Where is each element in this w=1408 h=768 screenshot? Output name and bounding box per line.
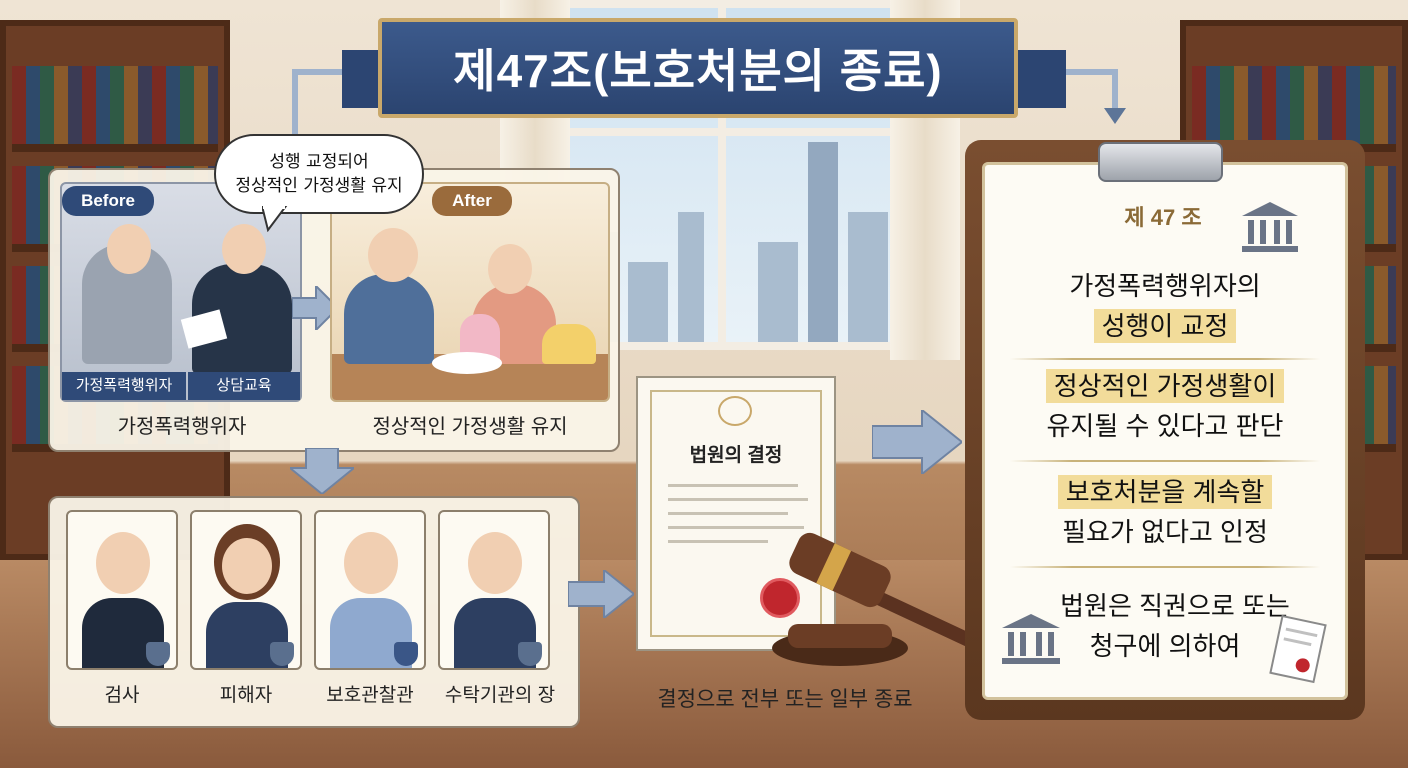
badge-icon — [394, 642, 418, 666]
condition-2-highlight: 정상적인 가정생활이 — [1045, 369, 1285, 403]
page-title: 제47조(보호처분의 종료) — [453, 45, 943, 97]
result-caption: 결정으로 전부 또는 일부 종료 — [657, 688, 913, 711]
speech-bubble-line1: 성행 교정되어 — [269, 152, 369, 172]
badge-icon — [518, 642, 542, 666]
claimant-label-prosecutor: 검사 — [104, 685, 140, 706]
title-banner: 제47조(보호처분의 종료) — [378, 18, 1018, 118]
badge-icon — [270, 642, 294, 666]
court-emblem-icon — [718, 396, 752, 426]
document-icon — [1269, 614, 1327, 684]
claimant-label-institution-head: 수탁기관의 장 — [444, 685, 556, 706]
condition-3-line1: 보호처분을 계속할 — [982, 474, 1348, 510]
courthouse-icon — [1002, 614, 1060, 664]
before-tag-offender: 가정폭력행위자 — [62, 372, 186, 400]
speech-bubble: 성행 교정되어 정상적인 가정생활 유지 — [214, 134, 424, 214]
badge-icon — [146, 642, 170, 666]
claimant-label-victim: 피해자 — [219, 685, 273, 706]
condition-1-line1: 가정폭력행위자의 — [1069, 271, 1261, 301]
person-son — [542, 324, 596, 364]
before-caption: 가정폭력행위자 — [117, 416, 247, 438]
document-text-line — [668, 512, 788, 515]
document-text-line — [668, 526, 804, 529]
claimant-card-institution-head — [438, 510, 550, 670]
clipboard-clip — [1098, 142, 1223, 182]
after-caption: 정상적인 가정생활 유지 — [372, 416, 568, 438]
condition-1-line2: 성행이 교정 — [982, 308, 1348, 344]
condition-3-line2: 필요가 없다고 인정 — [1062, 517, 1268, 547]
clipboard-divider — [1010, 358, 1320, 360]
claimant-card-probation-officer — [314, 510, 426, 670]
condition-4-line2: 청구에 의하여 — [1089, 631, 1241, 661]
article-number: 제 47 조 — [1124, 205, 1202, 230]
food-plate — [432, 352, 502, 374]
claimants-to-document-arrow — [568, 570, 634, 618]
document-text-line — [668, 540, 768, 543]
seal-icon — [760, 578, 800, 618]
after-badge: After — [432, 186, 512, 216]
claimant-label-probation-officer: 보호관찰관 — [326, 685, 414, 706]
speech-bubble-tail — [262, 206, 288, 232]
speech-bubble-line2: 정상적인 가정생활 유지 — [235, 176, 403, 196]
clipboard-divider — [1010, 460, 1320, 462]
condition-2-line1: 정상적인 가정생활이 — [982, 368, 1348, 404]
before-to-after-arrow — [292, 286, 338, 330]
condition-3-highlight: 보호처분을 계속할 — [1057, 475, 1273, 509]
courthouse-icon — [1242, 202, 1298, 252]
clipboard-divider — [1010, 566, 1320, 568]
before-tag-counseling: 상담교육 — [188, 372, 300, 400]
before-illustration — [60, 182, 302, 402]
document-text-line — [668, 484, 798, 487]
condition-1-highlight: 성행이 교정 — [1093, 309, 1237, 343]
document-to-clipboard-arrow — [872, 410, 962, 474]
document-border — [650, 390, 822, 637]
person-father — [344, 274, 434, 364]
document-text-line — [668, 498, 808, 501]
claimant-card-prosecutor — [66, 510, 178, 670]
condition-4-line1: 법원은 직권으로 또는 — [1060, 591, 1290, 621]
claimant-card-victim — [190, 510, 302, 670]
before-badge: Before — [62, 186, 154, 216]
panel-down-arrow — [290, 448, 354, 494]
document-heading: 법원의 결정 — [689, 445, 783, 466]
condition-2-line2: 유지될 수 있다고 판단 — [1046, 411, 1284, 441]
after-illustration — [330, 182, 610, 402]
